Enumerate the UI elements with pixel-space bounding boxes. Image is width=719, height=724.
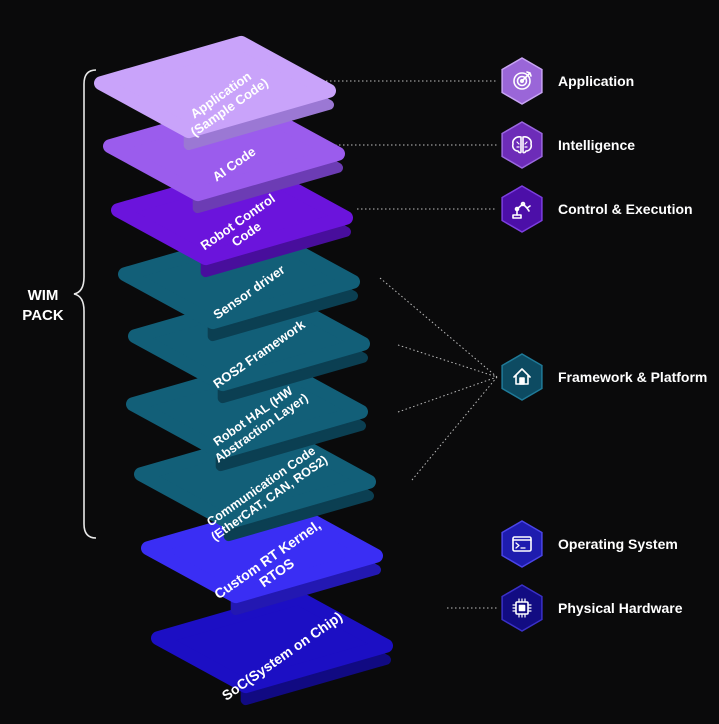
home-icon: [513, 368, 531, 385]
category-hardware-label: Physical Hardware: [558, 600, 683, 616]
brain-icon: [511, 136, 533, 154]
wim-pack-bracket: WIM PACK: [22, 69, 97, 539]
category-framework-label: Framework & Platform: [558, 369, 707, 385]
layer-soc-top: [151, 590, 393, 694]
category-intelligence-label: Intelligence: [558, 137, 635, 153]
robot-arm-icon: [512, 201, 531, 219]
category-os-label: Operating System: [558, 536, 678, 552]
layer-app: Application(Sample Code): [94, 35, 336, 151]
category-intelligence: Intelligence: [501, 121, 635, 169]
category-control-label: Control & Execution: [558, 201, 693, 217]
connector-sensor-framework: [379, 277, 498, 378]
terminal-icon: [512, 536, 532, 552]
chip-icon: [512, 598, 532, 618]
category-intelligence-hexagon: [501, 121, 543, 169]
category-control-hexagon: [501, 185, 543, 233]
layer-stack: SoC(System on Chip)Custom RT Kernel,RTOS…: [94, 35, 393, 706]
bracket-line: [73, 69, 97, 539]
category-hardware: Physical Hardware: [501, 584, 683, 632]
connector-hal-framework: [397, 376, 498, 413]
layer-sensor: Sensor driver: [118, 226, 360, 342]
category-framework: Framework & Platform: [501, 353, 707, 401]
category-framework-hexagon: [501, 353, 543, 401]
category-application-label: Application: [558, 73, 634, 89]
bracket-label-line-2: PACK: [22, 307, 64, 324]
connector-lines: [322, 80, 498, 609]
bracket-label-line-1: WIM: [28, 287, 59, 304]
layer-soc: SoC(System on Chip): [151, 590, 393, 706]
category-os: Operating System: [501, 520, 678, 568]
category-os-hexagon: [501, 520, 543, 568]
category-application: Application: [501, 57, 634, 105]
connector-comm-framework: [411, 376, 498, 481]
layer-app-top: [94, 35, 336, 139]
category-control: Control & Execution: [501, 185, 693, 233]
target-icon: [513, 71, 532, 90]
connector-ros2-framework: [397, 344, 498, 378]
